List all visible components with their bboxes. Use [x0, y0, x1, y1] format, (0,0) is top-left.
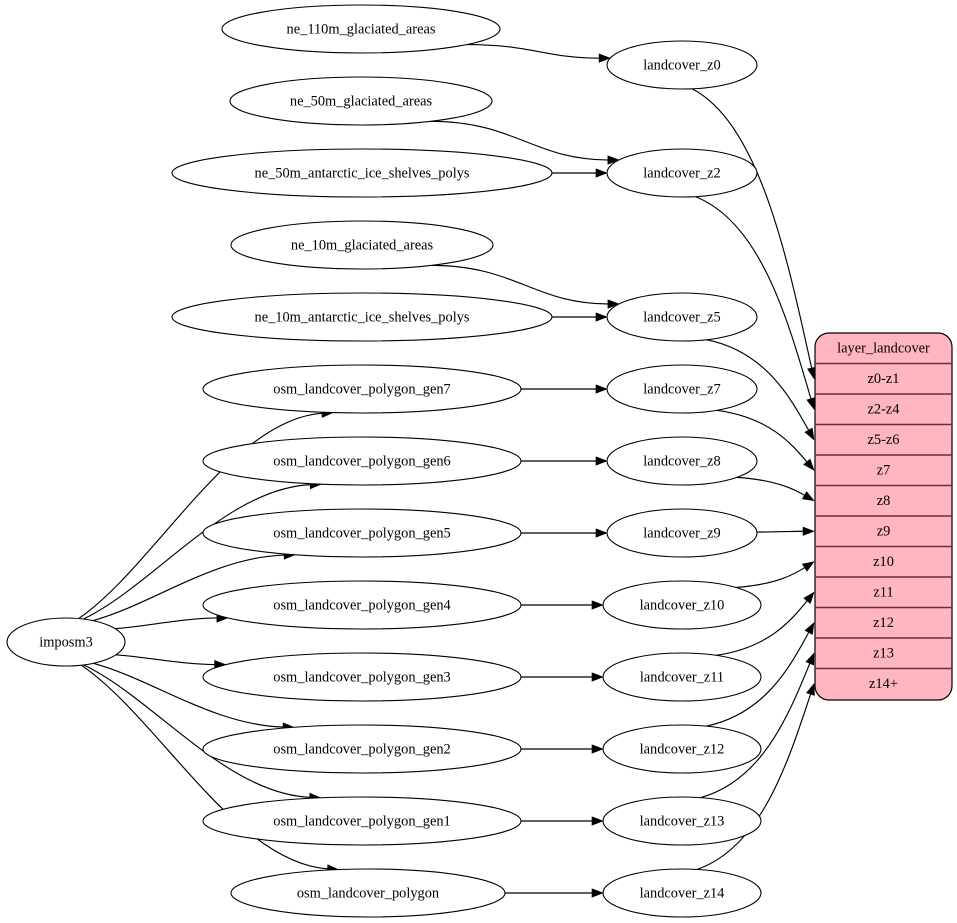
edge-landcover_z10-to-layer_landcover_row_6 — [735, 566, 806, 589]
node-ne_50m_glaciated_areas[interactable]: ne_50m_glaciated_areas — [229, 76, 493, 126]
edge-landcover_z2-to-layer_landcover_row_1 — [695, 196, 812, 400]
node-ellipse — [229, 76, 493, 126]
node-osm_landcover_polygon_gen6[interactable]: osm_landcover_polygon_gen6 — [202, 436, 522, 486]
edge-arrowhead — [801, 561, 815, 572]
node-ellipse — [606, 292, 758, 342]
node-ellipse — [230, 220, 494, 270]
node-landcover_z2[interactable]: landcover_z2 — [606, 148, 758, 198]
edge-arrowhead — [595, 384, 608, 394]
node-ellipse — [202, 508, 522, 558]
edge-arrowhead — [801, 491, 815, 502]
edge-arrowhead — [804, 427, 815, 441]
edge-arrowhead — [591, 672, 604, 682]
node-landcover_z14[interactable]: landcover_z14 — [602, 868, 762, 918]
edge-landcover_z0-to-layer_landcover_row_0 — [691, 88, 813, 370]
node-ellipse — [602, 868, 762, 918]
edge-arrowhead — [805, 652, 815, 666]
edge-arrowhead — [595, 528, 608, 538]
edge-imposm3-to-osm_landcover_polygon_gen1 — [83, 664, 311, 798]
node-ellipse — [606, 148, 758, 198]
edge-arrowhead — [591, 744, 604, 754]
edge-landcover_z7-to-layer_landcover_row_3 — [716, 409, 808, 463]
node-ne_50m_antarctic_ice_shelves_polys[interactable]: ne_50m_antarctic_ice_shelves_polys — [171, 148, 553, 198]
node-landcover_z10[interactable]: landcover_z10 — [602, 580, 762, 630]
edge-imposm3-to-osm_landcover_polygon_gen2 — [93, 662, 285, 728]
node-ne_10m_glaciated_areas[interactable]: ne_10m_glaciated_areas — [230, 220, 494, 270]
node-ellipse — [202, 364, 522, 414]
edge-arrowhead — [806, 682, 815, 696]
edge-landcover_z11-to-layer_landcover_row_7 — [715, 599, 809, 656]
edge-arrowhead — [591, 816, 604, 826]
node-ellipse — [606, 508, 758, 558]
edge-imposm3-to-osm_landcover_polygon_gen6 — [83, 484, 312, 620]
node-ellipse — [202, 652, 522, 702]
edge-ne_50m_glaciated_areas-to-landcover_z2 — [430, 120, 609, 161]
node-ellipse — [202, 580, 522, 630]
node-ellipse — [602, 652, 762, 702]
node-landcover_z9[interactable]: landcover_z9 — [606, 508, 758, 558]
edge-imposm3-to-osm_landcover_polygon_gen5 — [92, 554, 286, 622]
edge-arrowhead — [598, 53, 611, 63]
node-osm_landcover_polygon_gen5[interactable]: osm_landcover_polygon_gen5 — [202, 508, 522, 558]
edge-imposm3-to-osm_landcover_polygon — [80, 664, 329, 870]
edge-arrowhead — [607, 155, 620, 165]
edge-landcover_z13-to-layer_landcover_row_9 — [700, 662, 811, 799]
node-ellipse — [602, 724, 762, 774]
node-ellipse — [606, 40, 758, 90]
node-ellipse — [602, 796, 762, 846]
node-landcover_z0[interactable]: landcover_z0 — [606, 40, 758, 90]
edge-imposm3-to-osm_landcover_polygon_gen4 — [115, 617, 218, 630]
node-ellipse — [602, 580, 762, 630]
edge-arrowhead — [803, 458, 815, 471]
node-ellipse — [202, 436, 522, 486]
edge-arrowhead — [595, 312, 608, 322]
edge-imposm3-to-osm_landcover_polygon_gen3 — [115, 654, 216, 666]
node-osm_landcover_polygon[interactable]: osm_landcover_polygon — [230, 868, 506, 918]
node-imposm3[interactable]: imposm3 — [6, 617, 126, 667]
node-ne_110m_glaciated_areas[interactable]: ne_110m_glaciated_areas — [221, 4, 501, 54]
edge-arrowhead — [595, 168, 608, 178]
edge-arrowhead — [803, 591, 815, 604]
edge-arrowhead — [802, 526, 815, 536]
node-osm_landcover_polygon_gen1[interactable]: osm_landcover_polygon_gen1 — [202, 796, 522, 846]
node-ellipse — [6, 617, 126, 667]
node-ellipse — [230, 868, 506, 918]
node-osm_landcover_polygon_gen3[interactable]: osm_landcover_polygon_gen3 — [202, 652, 522, 702]
nodes-layer: imposm3 ne_110m_glaciated_areas ne_50m_gla… — [6, 4, 762, 918]
edge-arrowhead — [804, 622, 815, 635]
node-landcover_z5[interactable]: landcover_z5 — [606, 292, 758, 342]
edges-layer — [78, 43, 817, 898]
node-ellipse — [171, 148, 553, 198]
node-osm_landcover_polygon_gen4[interactable]: osm_landcover_polygon_gen4 — [202, 580, 522, 630]
edge-landcover_z5-to-layer_landcover_row_2 — [706, 339, 810, 432]
edge-arrowhead — [607, 299, 620, 309]
edge-arrowhead — [806, 397, 816, 411]
node-landcover_z13[interactable]: landcover_z13 — [602, 796, 762, 846]
edge-arrowhead — [591, 600, 604, 610]
node-ne_10m_antarctic_ice_shelves_polys[interactable]: ne_10m_antarctic_ice_shelves_polys — [171, 292, 553, 342]
edge-landcover_z9-to-layer_landcover_row_5 — [756, 530, 805, 533]
node-ellipse — [606, 364, 758, 414]
edge-landcover_z8-to-layer_landcover_row_4 — [736, 476, 806, 497]
edge-arrowhead — [591, 888, 604, 898]
edge-imposm3-to-osm_landcover_polygon_gen7 — [78, 412, 323, 620]
node-landcover_z11[interactable]: landcover_z11 — [602, 652, 762, 702]
node-ellipse — [606, 436, 758, 486]
node-landcover_z8[interactable]: landcover_z8 — [606, 436, 758, 486]
edge-ne_110m_glaciated_areas-to-landcover_z0 — [467, 43, 601, 59]
edge-arrowhead — [595, 456, 608, 466]
node-ellipse — [202, 724, 522, 774]
node-osm_landcover_polygon_gen7[interactable]: osm_landcover_polygon_gen7 — [202, 364, 522, 414]
node-landcover_z7[interactable]: landcover_z7 — [606, 364, 758, 414]
edge-landcover_z12-to-layer_landcover_row_8 — [705, 631, 810, 727]
node-ellipse — [171, 292, 553, 342]
node-ellipse — [221, 4, 501, 54]
edge-ne_10m_glaciated_areas-to-landcover_z5 — [431, 264, 609, 305]
edge-landcover_z14-to-layer_landcover_row_10 — [696, 693, 812, 870]
node-ellipse — [202, 796, 522, 846]
node-osm_landcover_polygon_gen2[interactable]: osm_landcover_polygon_gen2 — [202, 724, 522, 774]
node-landcover_z12[interactable]: landcover_z12 — [602, 724, 762, 774]
layer-landcover-table[interactable]: layer_landcoverz0-z1z2-z4z5-z6z7z8z9z10z… — [814, 332, 953, 701]
